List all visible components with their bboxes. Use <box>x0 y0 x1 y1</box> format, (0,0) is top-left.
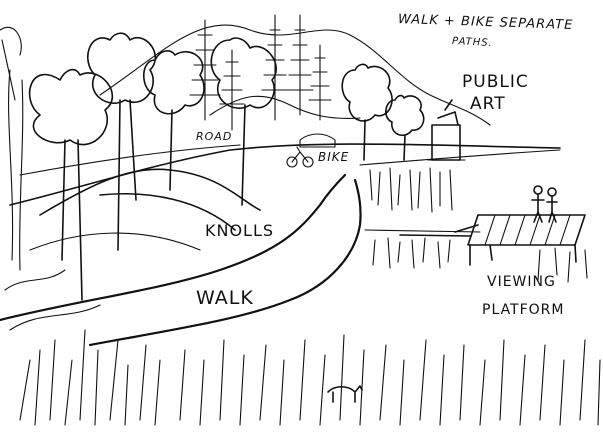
walk-path <box>0 173 362 347</box>
walk-bike-note-line2: PATHS. <box>451 35 494 50</box>
knolls-label: KNOLLS <box>205 221 275 240</box>
road-label: ROAD <box>196 130 233 143</box>
knolls <box>29 168 261 251</box>
bike-path <box>286 146 561 168</box>
bike-label: BIKE <box>318 150 350 164</box>
viewing-platform-label-line2: PLATFORM <box>482 302 565 318</box>
foreground-grasses <box>4 269 601 426</box>
evergreen-trees <box>189 14 332 131</box>
public-art-label-line2: ART <box>470 94 506 114</box>
deciduous-trees-center <box>210 37 425 206</box>
mountain-ridge <box>99 24 491 126</box>
viewing-platform-label-line1: VIEWING <box>487 274 556 290</box>
viewing-platform <box>399 185 586 266</box>
road <box>9 133 561 206</box>
deciduous-trees-left <box>0 27 205 301</box>
public-art-label-line1: PUBLIC <box>462 72 529 92</box>
walk-label: WALK <box>196 287 254 309</box>
wetland-reeds <box>364 167 588 283</box>
public-art-sculpture <box>427 99 466 161</box>
